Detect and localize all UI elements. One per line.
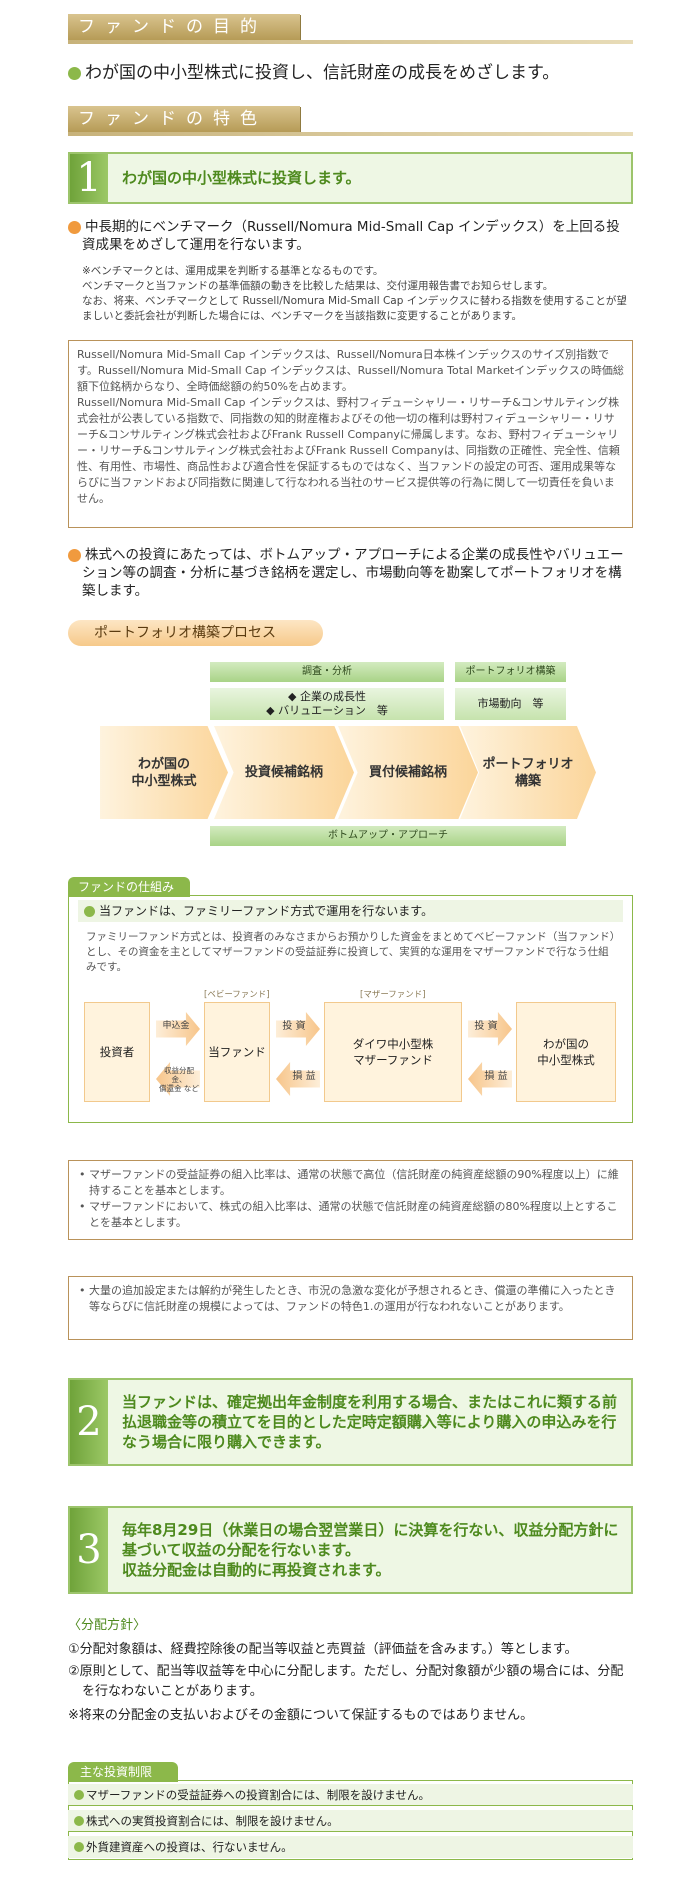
policy-item: ②原則として、配当等収益等を中心に分配します。ただし、分配対象額が少額の場合には… (68, 1664, 624, 1699)
note-item: • マザーファンドにおいて、株式の組入比率は、通常の状態で信託財産の純資産総額の… (79, 1200, 618, 1229)
mother-fund-label: [マザーファンド] (360, 990, 426, 1000)
purpose-heading: ファンドの目的 (68, 14, 633, 44)
process-step-4: ポートフォリオ 構築 (460, 726, 596, 819)
bullet-icon (74, 1842, 84, 1852)
process-title: ポートフォリオ構築プロセス (68, 620, 323, 646)
pl-label: 損 益 (292, 1071, 316, 1082)
policy-item: ①分配対象額は、経費控除後の配当等収益と売買益（評価益を含みます。）等とします。 (68, 1642, 578, 1657)
bottom-up-label: ボトムアップ・アプローチ (210, 826, 566, 846)
target-stocks-box: わが国の 中小型株式 (516, 1002, 616, 1102)
approach-text: 株式への投資にあたっては、ボトムアップ・アプローチによる企業の成長性やバリュエー… (68, 546, 633, 600)
pl-label: 損 益 (484, 1071, 508, 1082)
research-label: 調査・分析 (210, 662, 444, 682)
investor-box: 投資者 (84, 1002, 150, 1102)
purpose-text: わが国の中小型株式に投資し、信託財産の成長をめざします。 (68, 58, 559, 83)
features-heading: ファンドの特色 (68, 106, 633, 136)
research-items: ◆ 企業の成長性 ◆ バリュエーション 等 (210, 688, 444, 720)
process-step-2: 投資候補銘柄 (214, 726, 354, 819)
restriction-item: 外貨建資産への投資は、行ないません。 (68, 1836, 633, 1858)
exception-notes: • 大量の追加設定または解約が発生したとき、市況の急激な変化が予想されるとき、償… (68, 1276, 633, 1340)
mechanism-highlight: 当ファンドは、ファミリーファンド方式で運用を行ないます。 (78, 900, 623, 922)
this-fund-box: 当ファンド (204, 1002, 270, 1102)
index-description-box: Russell/Nomura Mid-Small Cap インデックスは、Rus… (68, 340, 633, 528)
feature-2: 2 当ファンドは、確定拠出年金制度を利用する場合、またはこれに類する前払退職金等… (68, 1378, 633, 1466)
bullet-icon (68, 220, 81, 234)
feature-1: 1 わが国の中小型株式に投資します。 (68, 152, 633, 204)
allocation-notes: • マザーファンドの受益証券の組入比率は、通常の状態で高位（信託財産の純資産総額… (68, 1160, 633, 1240)
bullet-icon (74, 1816, 84, 1826)
bullet-icon (68, 548, 81, 562)
restriction-item: マザーファンドの受益証券への投資割合には、制限を設けません。 (68, 1784, 633, 1806)
mechanism-description: ファミリーファンド方式とは、投資者のみなさまからお預かりした資金をまとめてベビー… (86, 931, 615, 973)
policy-title: 〈分配方針〉 (68, 1618, 147, 1633)
bullet-icon (74, 1790, 84, 1800)
restriction-item: 株式への実質投資割合には、制限を設けません。 (68, 1810, 633, 1832)
invest-label: 投 資 (282, 1021, 306, 1032)
bullet-icon (68, 66, 81, 80)
process-step-3: 買付候補銘柄 (338, 726, 478, 819)
note-item: • マザーファンドの受益証券の組入比率は、通常の状態で高位（信託財産の純資産総額… (79, 1168, 619, 1197)
feature-3: 3 毎年8月29日（休業日の場合翌営業日）に決算を行ない、収益分配方針に基づいて… (68, 1506, 633, 1594)
process-step-1: わが国の 中小型株式 (100, 726, 228, 819)
restrictions-label: 主な投資制限 (68, 1762, 178, 1782)
subscribe-label: 申込金 (162, 1021, 190, 1031)
mechanism-box (68, 895, 633, 1123)
policy-item: ※将来の分配金の支払いおよびその金額について保証するものではありません。 (68, 1708, 534, 1723)
pf-build-label: ポートフォリオ構築 (455, 662, 566, 682)
bullet-icon (84, 906, 95, 917)
invest-label: 投 資 (474, 1021, 498, 1032)
benchmark-note: ※ベンチマークとは、運用成果を判断する基準となるものです。 ベンチマークと当ファ… (82, 265, 627, 322)
market-label: 市場動向 等 (455, 688, 566, 720)
mechanism-label: ファンドの仕組み (68, 877, 190, 897)
note-item: • 大量の追加設定または解約が発生したとき、市況の急激な変化が予想されるとき、償… (79, 1284, 616, 1313)
distribution-label: 収益分配金、 償還金 など (159, 1066, 199, 1093)
benchmark-text: 中長期的にベンチマーク（Russell/Nomura Mid-Small Cap… (68, 218, 633, 254)
baby-fund-label: [ベビーファンド] (204, 990, 270, 1000)
mother-fund-box: ダイワ中小型株 マザーファンド (324, 1002, 462, 1102)
